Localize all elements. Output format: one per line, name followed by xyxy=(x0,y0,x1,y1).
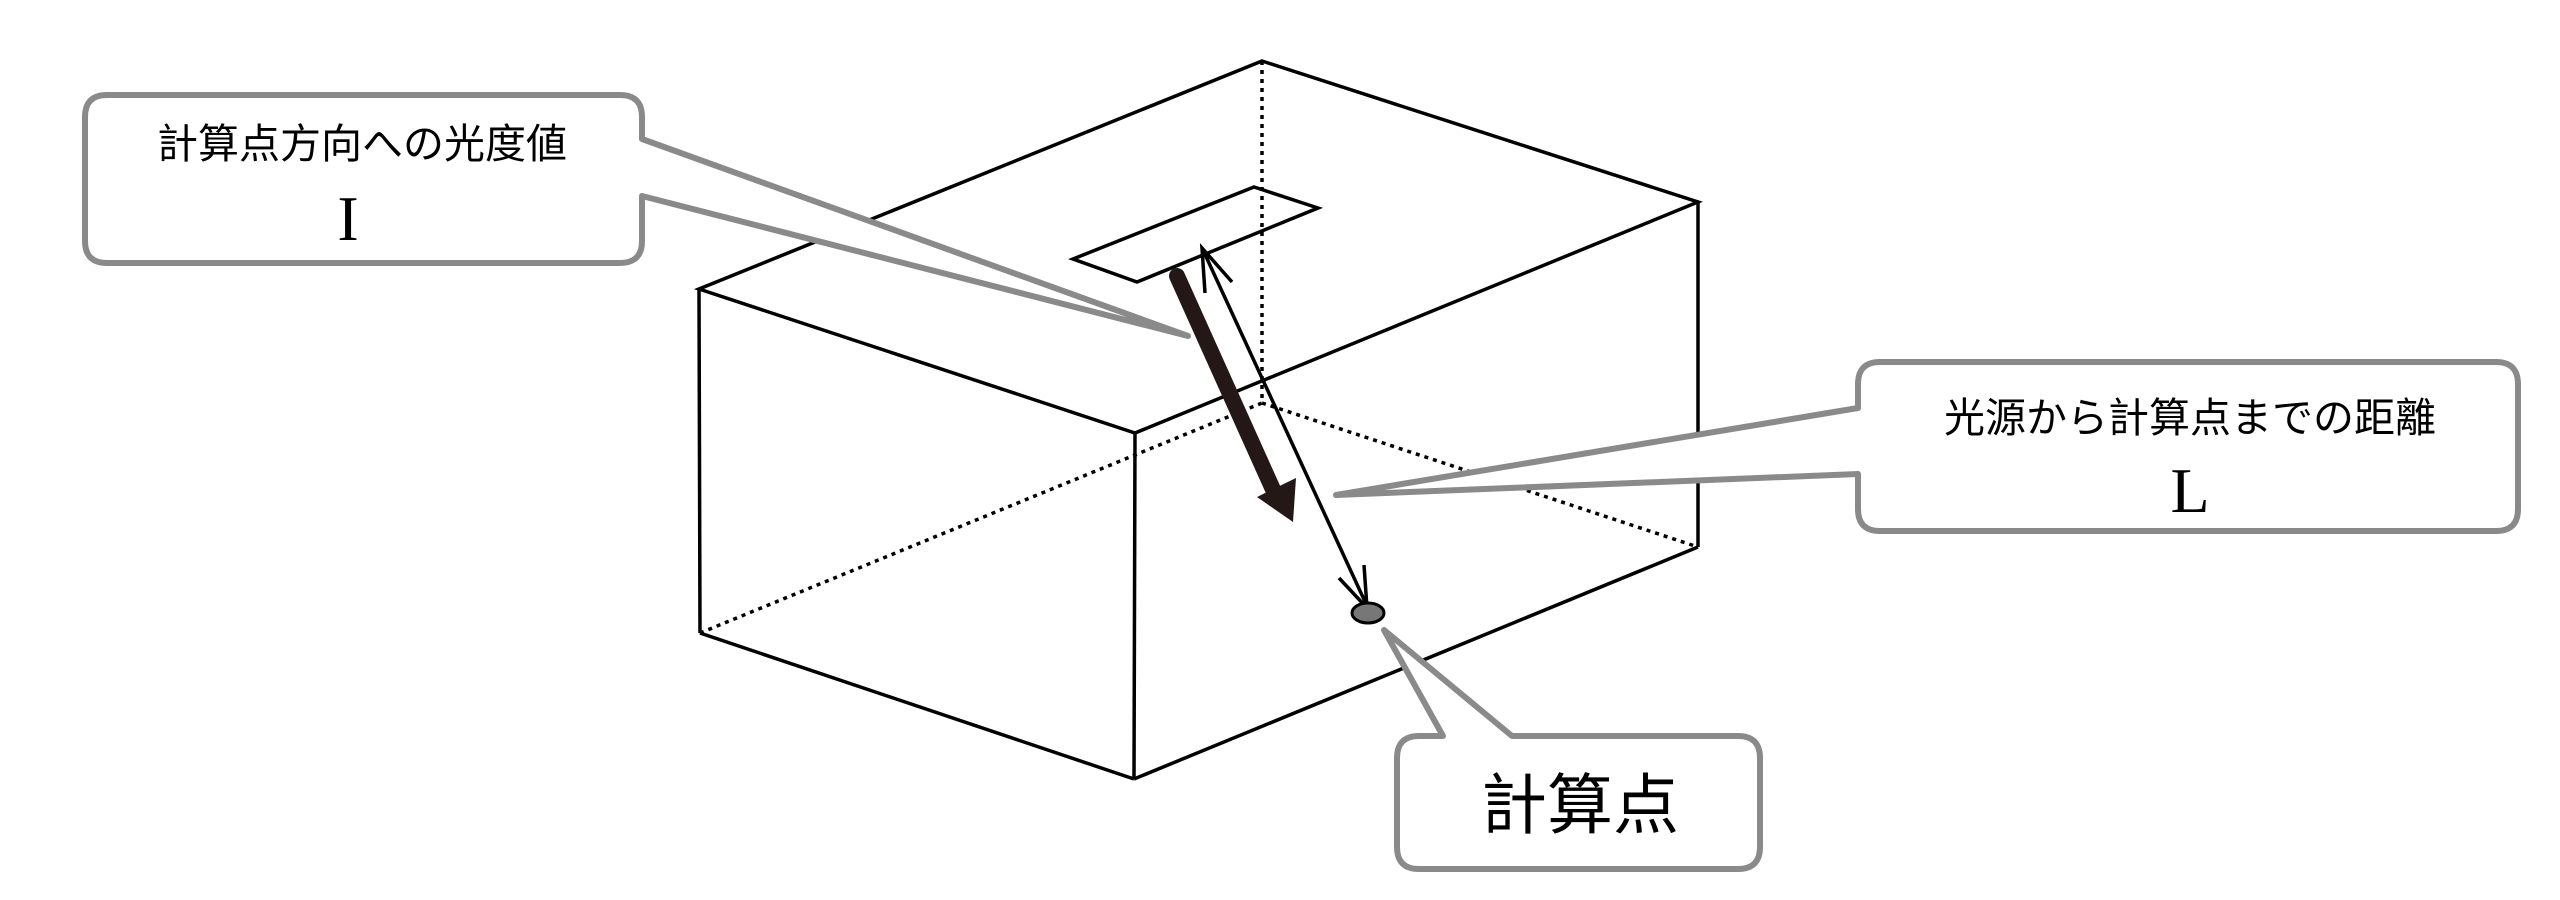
callout-intensity-bubble xyxy=(82,92,1191,339)
callout-point-bubble xyxy=(1381,627,1763,872)
distance-arrowhead-top-icon xyxy=(1199,242,1234,294)
callout-distance: 光源から計算点までの距離 L xyxy=(1333,359,2521,534)
callout-distance-bubble xyxy=(1333,359,2521,534)
callout-distance-symbol: L xyxy=(2170,455,2209,526)
edge-front-vertical xyxy=(1132,432,1137,780)
intensity-arrowhead-icon xyxy=(1257,478,1296,522)
hidden-edge-bottom-left xyxy=(699,401,1263,635)
edge-bottom-left xyxy=(699,631,1135,781)
callout-intensity-symbol: I xyxy=(337,183,358,254)
callout-point: 計算点 xyxy=(1381,627,1763,872)
callout-point-label: 計算点 xyxy=(1481,767,1679,844)
distance-arrow-line xyxy=(1201,249,1369,607)
callout-intensity: 計算点方向への光度値 I xyxy=(82,92,1191,339)
room-box xyxy=(693,59,1704,781)
intensity-arrow-shaft xyxy=(1169,268,1283,502)
edge-left-vertical xyxy=(697,288,702,634)
intensity-arrow xyxy=(1169,268,1296,522)
calculation-point-marker xyxy=(1350,601,1386,625)
luminaire-panel xyxy=(1068,185,1324,284)
callout-distance-label: 光源から計算点までの距離 xyxy=(1944,394,2436,442)
callout-intensity-label: 計算点方向への光度値 xyxy=(157,120,567,168)
room-hidden-edges xyxy=(699,61,1699,635)
